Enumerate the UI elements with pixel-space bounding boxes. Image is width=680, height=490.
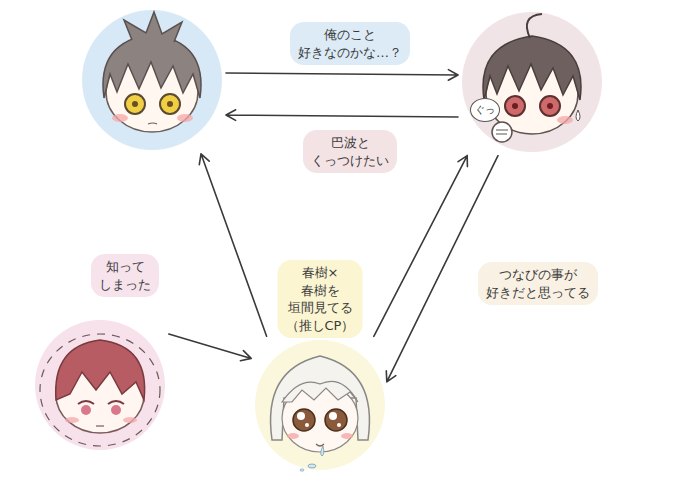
circle-ground: [255, 340, 385, 470]
edge-label: つなびの事が 好きだと思ってる: [478, 262, 598, 305]
circle-shape: [82, 10, 222, 150]
circle-shape: [255, 340, 385, 470]
character-node: 春樹×春樹を 垣間見てる （推しCP）: [255, 340, 385, 470]
node-heading: 知って しまった: [91, 254, 159, 297]
circle-shape: [35, 320, 165, 450]
circle-shape: [462, 12, 602, 152]
arrow-connector: [169, 334, 251, 361]
speech-bubble: ぐっ: [470, 98, 500, 122]
node-text-holder: 春樹×春樹を 垣間見てる （推しCP）: [278, 260, 363, 338]
character-node: [462, 12, 602, 152]
character-node: 知って しまった: [35, 320, 165, 450]
edge-label-holder: つなびの事が 好きだと思ってる: [478, 262, 598, 305]
arrow-connector: [199, 154, 266, 336]
node-text-holder: 知って しまった: [91, 254, 159, 297]
arrow-connector: [226, 110, 458, 121]
edge-label: 巴波と くっつけたい: [303, 130, 397, 173]
edge-label-holder: 俺のこと 好きなのかな…？: [290, 22, 410, 65]
character-node: [82, 10, 222, 150]
arrow-connector: [226, 70, 458, 81]
circle-ground: [462, 12, 602, 152]
edge-label: 俺のこと 好きなのかな…？: [290, 22, 410, 65]
circle-ground: [82, 10, 222, 150]
node-heading: 春樹×春樹を 垣間見てる （推しCP）: [278, 260, 363, 338]
circle-ground: [35, 320, 165, 450]
edge-label-holder: 巴波と くっつけたい: [303, 130, 397, 173]
arrow-connector: [374, 156, 468, 337]
